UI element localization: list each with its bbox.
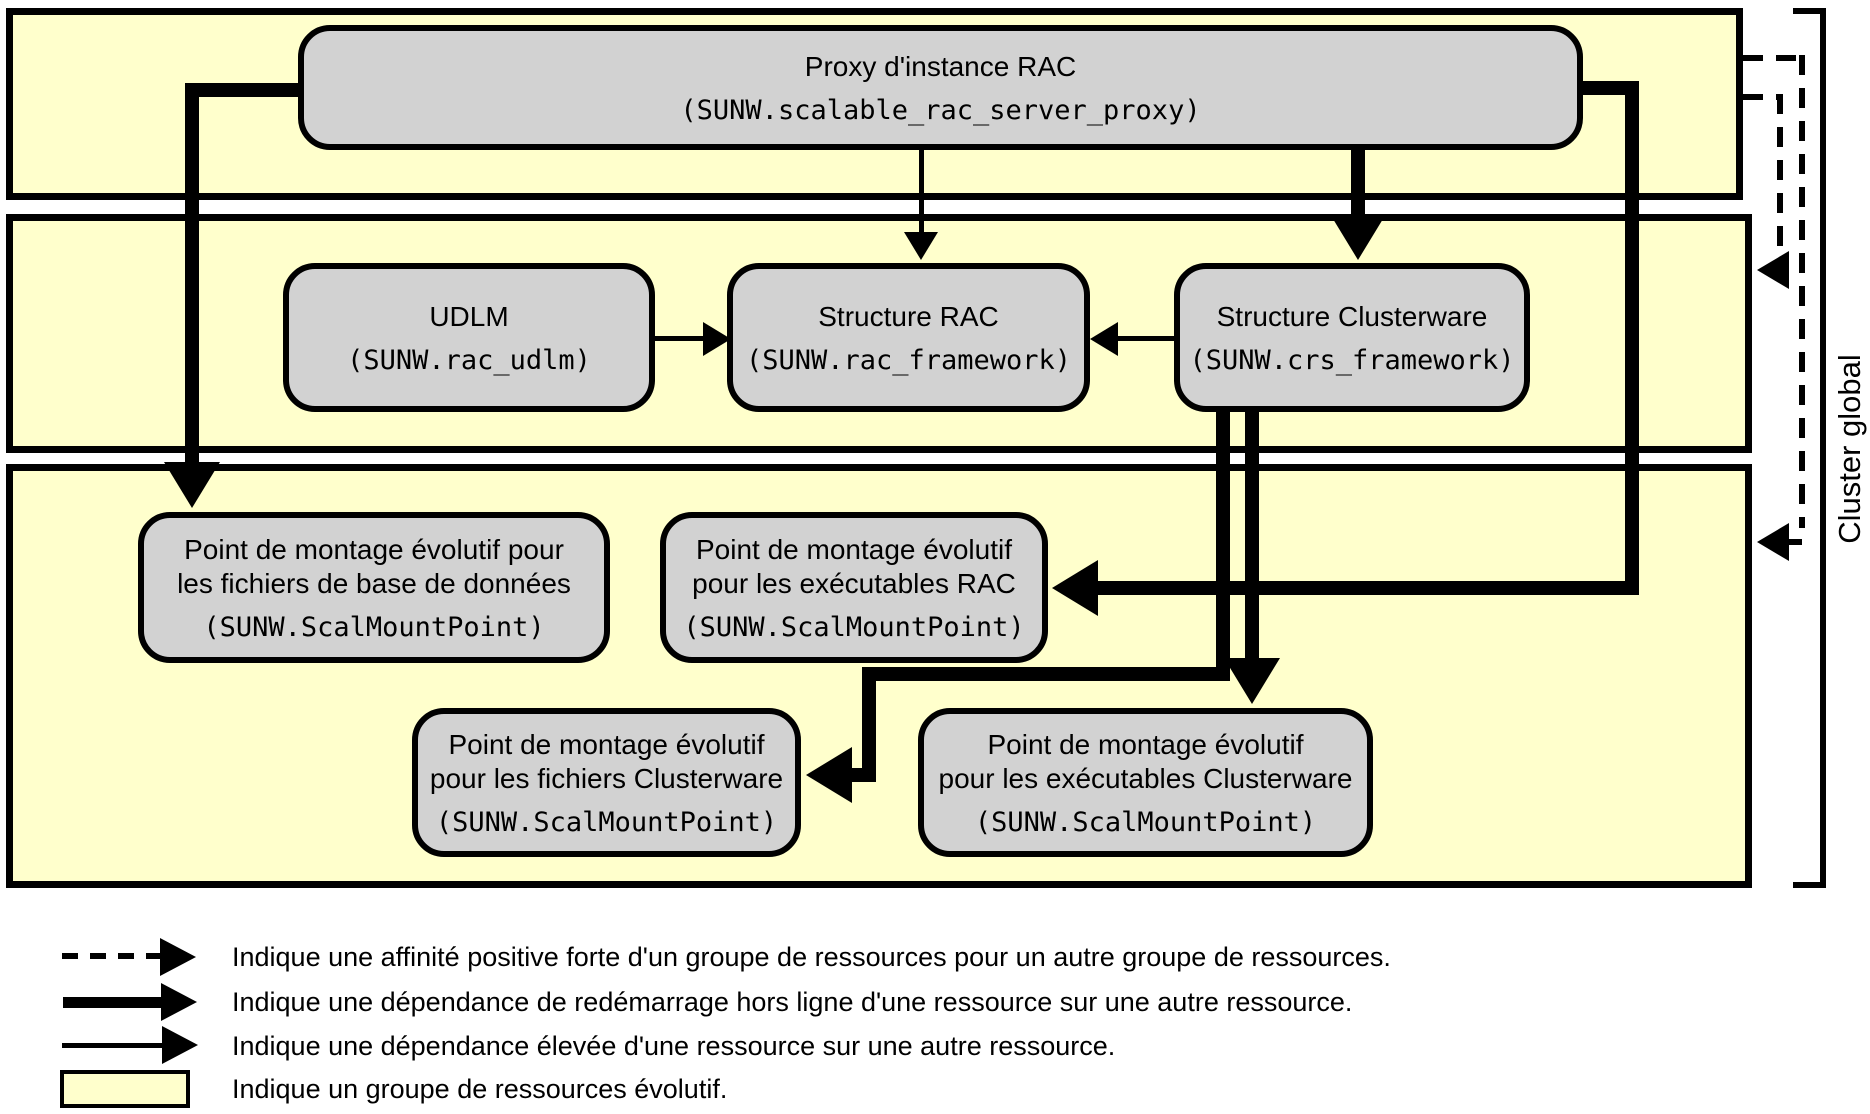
connector-proxy-to-dbfiles-v xyxy=(185,83,199,462)
node-label: Structure RAC xyxy=(818,300,999,332)
legend-dashed-arrow-icon xyxy=(62,953,162,959)
node-label: les fichiers de base de données xyxy=(177,567,571,599)
connector-crs-to-crsfiles-v2 xyxy=(862,667,876,782)
legend-item-strong-dependency: Indique une dépendance élevée d'une ress… xyxy=(232,1031,1116,1061)
arrowhead-proxy-to-crs-icon xyxy=(1330,214,1386,260)
node-mountpoint-db-files: Point de montage évolutif pour les fichi… xyxy=(138,512,610,663)
node-rac-instance-proxy: Proxy d'instance RAC (SUNW.scalable_rac_… xyxy=(298,25,1583,150)
node-resource-type: (SUNW.crs_framework) xyxy=(1189,344,1515,376)
connector-proxy-to-racbin-v xyxy=(1625,81,1639,595)
connector-proxy-to-racbin-h2 xyxy=(1096,581,1639,595)
connector-crs-to-crsfiles-v1 xyxy=(1216,410,1230,681)
node-resource-type: (SUNW.ScalMountPoint) xyxy=(974,806,1317,838)
node-resource-type: (SUNW.rac_udlm) xyxy=(347,344,591,376)
arrowhead-proxy-to-dbfiles-icon xyxy=(164,462,220,508)
affinity-proxy-to-mount-h2 xyxy=(1788,539,1802,545)
cluster-global-label: Cluster global xyxy=(1832,354,1867,544)
node-clusterware-framework: Structure Clusterware (SUNW.crs_framewor… xyxy=(1174,263,1530,412)
arrowhead-crs-to-crsfiles-icon xyxy=(806,747,852,803)
connector-udlm-to-rac-h xyxy=(650,336,707,341)
legend-thin-arrowhead-icon xyxy=(162,1026,198,1064)
node-label: UDLM xyxy=(429,300,509,332)
connector-proxy-to-crs-v xyxy=(1351,148,1365,220)
legend-group-box-icon xyxy=(60,1070,190,1108)
node-rac-framework: Structure RAC (SUNW.rac_framework) xyxy=(727,263,1090,412)
node-label: Point de montage évolutif xyxy=(987,728,1304,760)
cluster-bracket-tick-top xyxy=(1793,8,1826,14)
connector-crs-to-crsfiles-h1 xyxy=(862,667,1230,681)
arrowhead-proxy-to-rac-icon xyxy=(904,232,938,260)
node-label: pour les exécutables RAC xyxy=(692,567,1016,599)
node-label: Point de montage évolutif pour xyxy=(184,533,564,565)
node-label: pour les exécutables Clusterware xyxy=(938,762,1353,794)
cluster-bracket-tick-bottom xyxy=(1793,882,1826,888)
arrowhead-affinity-framework-icon xyxy=(1757,251,1789,289)
legend-item-offline-restart: Indique une dépendance de redémarrage ho… xyxy=(232,987,1353,1017)
node-resource-type: (SUNW.ScalMountPoint) xyxy=(435,806,778,838)
connector-crs-to-crsbin-v xyxy=(1245,410,1259,662)
arrowhead-crs-to-crsbin-icon xyxy=(1224,658,1280,704)
node-resource-type: (SUNW.scalable_rac_server_proxy) xyxy=(680,94,1201,126)
legend-item-affinity: Indique une affinité positive forte d'un… xyxy=(232,942,1391,972)
legend-thick-arrow-icon xyxy=(63,997,163,1008)
node-label: Point de montage évolutif xyxy=(696,533,1012,565)
node-mountpoint-crs-files: Point de montage évolutif pour les fichi… xyxy=(412,708,801,857)
node-label: Proxy d'instance RAC xyxy=(804,50,1077,82)
affinity-proxy-to-mount-h xyxy=(1743,55,1805,61)
node-label: Point de montage évolutif xyxy=(448,728,765,760)
connector-proxy-to-dbfiles-h xyxy=(185,83,298,97)
connector-proxy-to-rac-v xyxy=(919,148,924,236)
node-resource-type: (SUNW.ScalMountPoint) xyxy=(203,611,545,643)
arrowhead-affinity-mount-icon xyxy=(1757,523,1789,561)
connector-crs-to-crsfiles-h2 xyxy=(850,768,876,782)
legend-item-scalable-group: Indique un groupe de ressources évolutif… xyxy=(232,1074,728,1104)
arrowhead-crs-to-rac-icon xyxy=(1090,322,1118,356)
node-udlm: UDLM (SUNW.rac_udlm) xyxy=(283,263,655,412)
legend-thick-arrowhead-icon xyxy=(161,983,197,1021)
node-label: Structure Clusterware xyxy=(1216,300,1488,332)
cluster-bracket-line xyxy=(1820,8,1826,888)
node-resource-type: (SUNW.rac_framework) xyxy=(745,344,1072,376)
node-mountpoint-crs-executables: Point de montage évolutif pour les exécu… xyxy=(918,708,1373,857)
affinity-proxy-to-framework-v xyxy=(1777,94,1783,258)
affinity-proxy-to-mount-v xyxy=(1799,55,1805,528)
arrowhead-proxy-to-racbin-icon xyxy=(1052,560,1098,616)
affinity-proxy-to-framework-h xyxy=(1743,94,1783,100)
connector-crs-to-rac-h xyxy=(1118,336,1178,341)
node-mountpoint-rac-executables: Point de montage évolutif pour les exécu… xyxy=(660,512,1048,663)
node-label: pour les fichiers Clusterware xyxy=(429,762,784,794)
arrowhead-udlm-to-rac-icon xyxy=(703,322,731,356)
node-resource-type: (SUNW.ScalMountPoint) xyxy=(683,611,1025,643)
legend-dashed-arrowhead-icon xyxy=(160,938,196,976)
legend-thin-arrow-icon xyxy=(62,1043,164,1048)
